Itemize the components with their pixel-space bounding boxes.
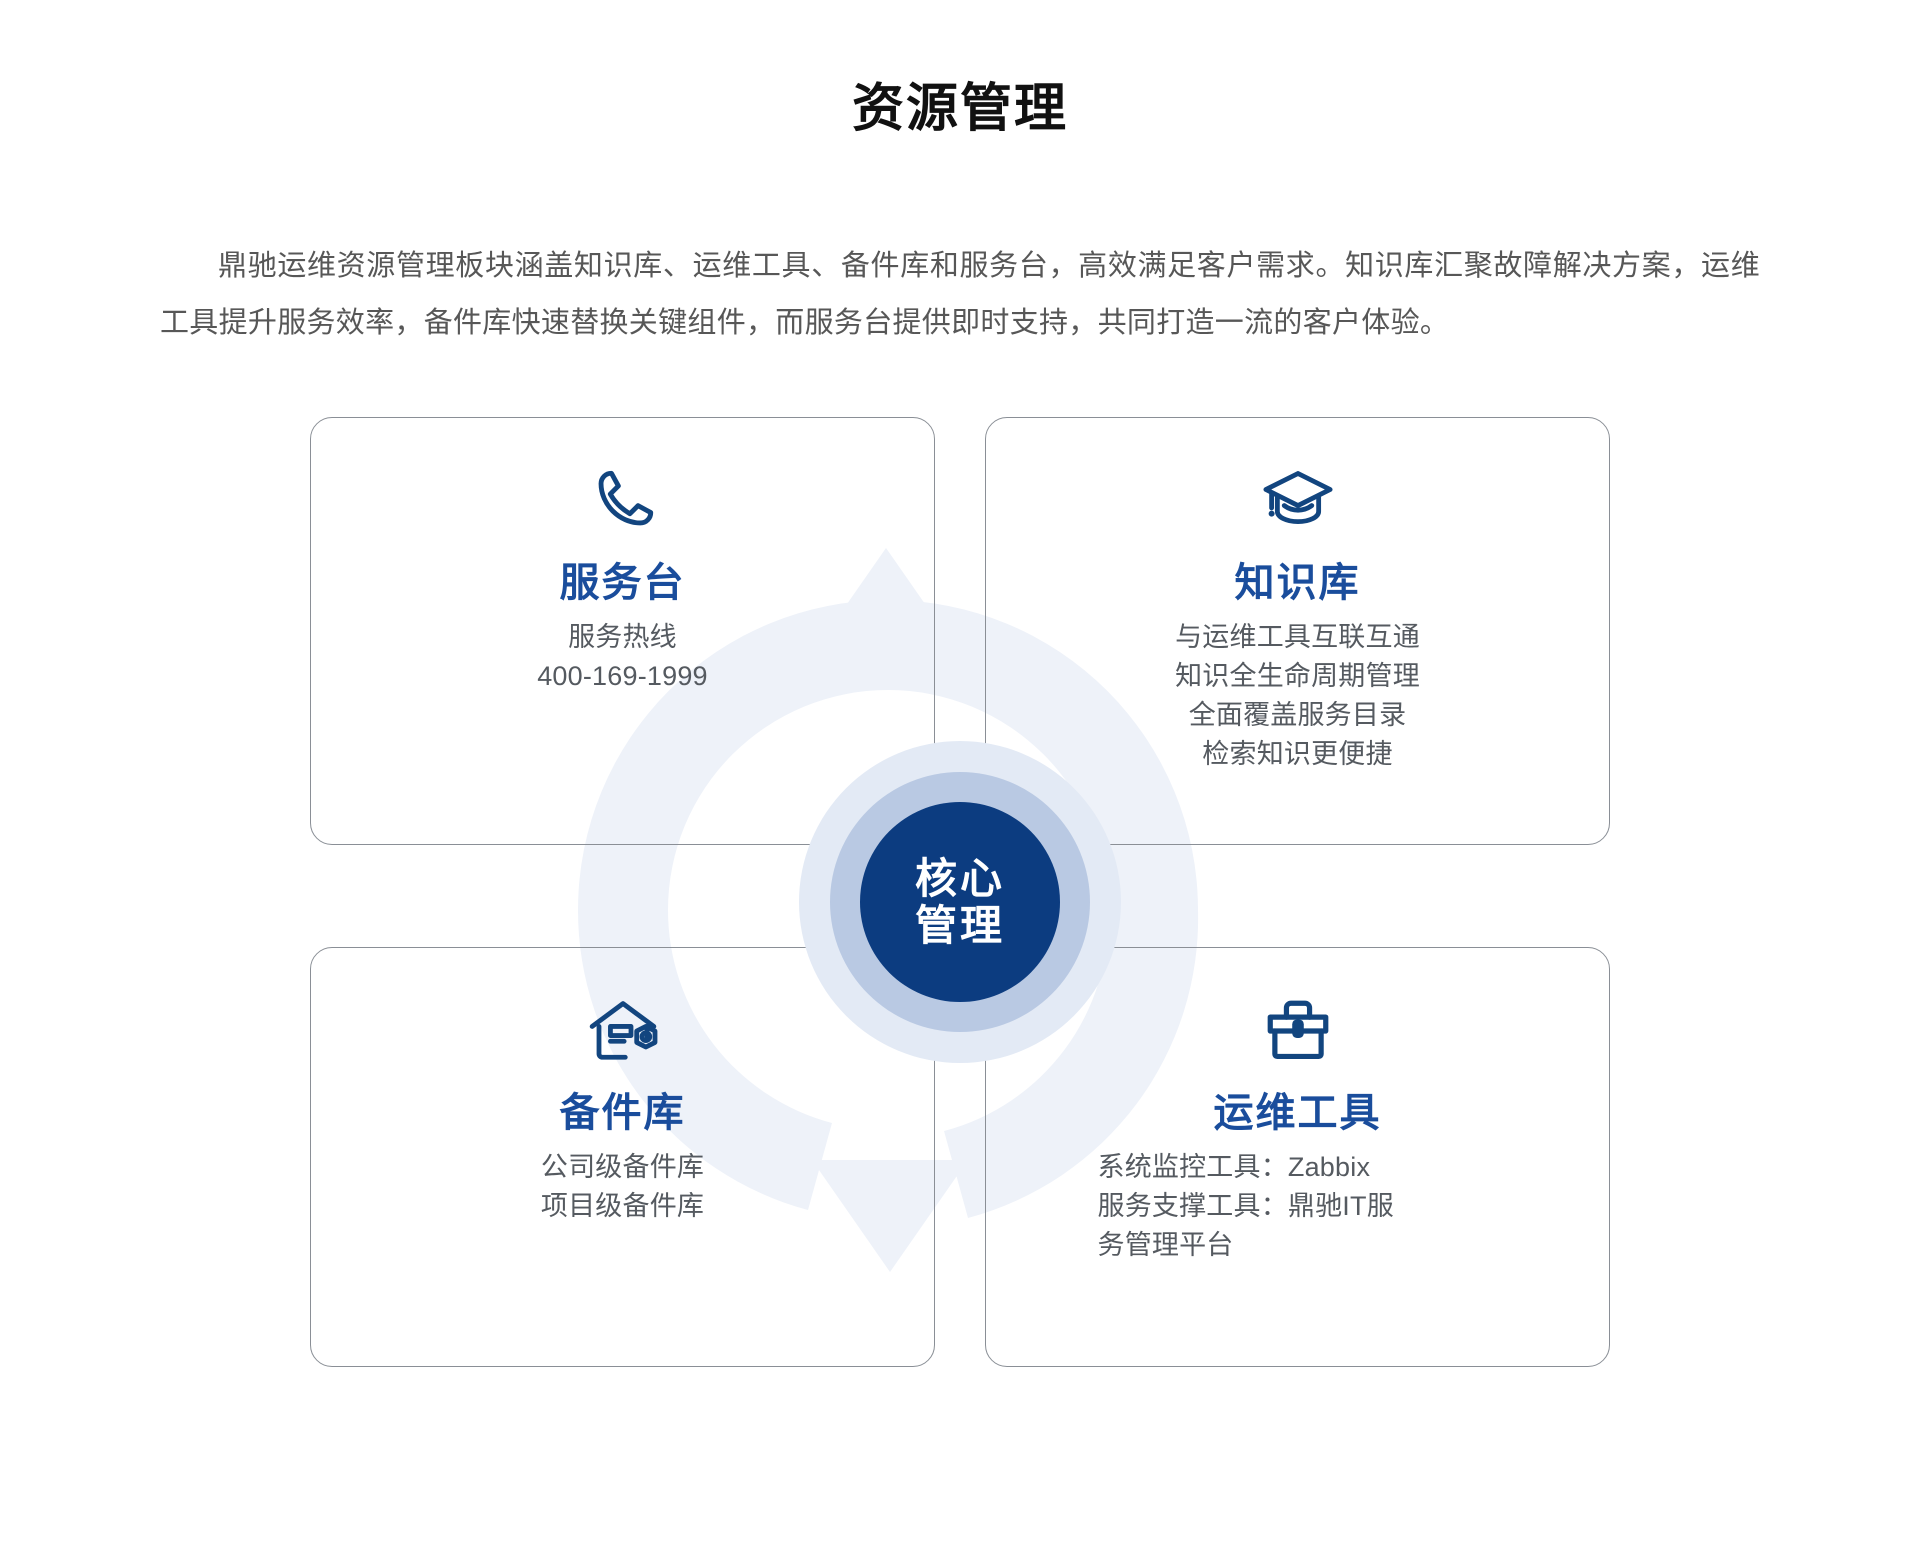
card-lines-ops-tools: 系统监控工具：Zabbix 服务支撑工具：鼎驰IT服 务管理平台	[1098, 1148, 1498, 1265]
card-knowledge-base[interactable]: 知识库 与运维工具互联互通 知识全生命周期管理 全面覆盖服务目录 检索知识更便捷	[985, 417, 1610, 845]
card-line: 知识全生命周期管理	[1175, 661, 1420, 692]
card-lines-spare-parts: 公司级备件库 项目级备件库	[541, 1148, 704, 1226]
card-line: 公司级备件库	[540, 1152, 705, 1182]
toolbox-icon	[1261, 990, 1335, 1072]
card-line: 系统监控工具：Zabbix	[1097, 1152, 1371, 1182]
graduation-cap-icon	[1259, 460, 1337, 542]
card-line: 400-169-1999	[537, 661, 708, 692]
card-line: 与运维工具互联互通	[1175, 622, 1420, 652]
phone-icon	[586, 460, 660, 542]
card-service-desk[interactable]: 服务台 服务热线 400-169-1999	[310, 417, 935, 845]
card-lines-knowledge-base: 与运维工具互联互通 知识全生命周期管理 全面覆盖服务目录 检索知识更便捷	[1175, 618, 1420, 775]
feature-card-grid: 服务台 服务热线 400-169-1999 知识库 与运维工具互联互通 知识	[310, 417, 1610, 1367]
page-title: 资源管理	[851, 80, 1068, 138]
warehouse-icon	[583, 990, 663, 1072]
card-lines-service-desk: 服务热线 400-169-1999	[537, 618, 708, 696]
card-line: 服务支撑工具：鼎驰IT服	[1097, 1191, 1394, 1222]
card-line: 检索知识更便捷	[1202, 739, 1393, 770]
card-line: 项目级备件库	[540, 1191, 705, 1222]
card-spare-parts[interactable]: 备件库 公司级备件库 项目级备件库	[310, 947, 935, 1367]
card-line: 全面覆盖服务目录	[1188, 700, 1407, 731]
intro-paragraph: 鼎驰运维资源管理板块涵盖知识库、运维工具、备件库和服务台，高效满足客户需求。知识…	[160, 250, 1760, 339]
card-title-spare-parts: 备件库	[559, 1091, 686, 1135]
card-title-knowledge-base: 知识库	[1234, 561, 1361, 605]
card-line: 务管理平台	[1097, 1230, 1234, 1261]
card-title-service-desk: 服务台	[559, 561, 686, 605]
card-line: 服务热线	[568, 622, 677, 652]
card-ops-tools[interactable]: 运维工具 系统监控工具：Zabbix 服务支撑工具：鼎驰IT服 务管理平台	[985, 947, 1610, 1367]
card-title-ops-tools: 运维工具	[1213, 1091, 1382, 1135]
